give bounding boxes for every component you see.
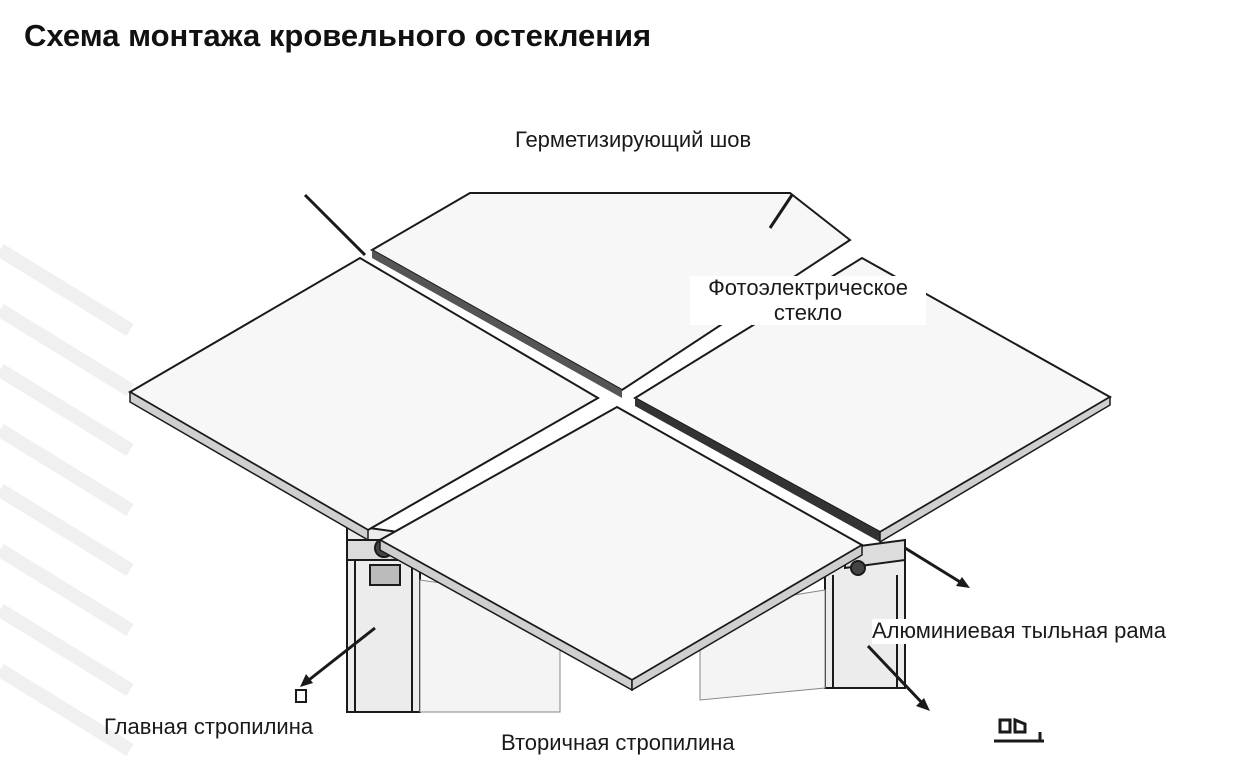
label-secondary-rafter: Вторичная стропилина xyxy=(501,730,735,755)
pointer-sealing-seam-right xyxy=(768,194,794,229)
background-stripes xyxy=(0,244,134,756)
pointer-main-rafter xyxy=(304,626,376,685)
label-pv-glass: Фотоэлектрическое стекло xyxy=(690,275,926,326)
pointer-lines xyxy=(303,193,966,708)
section-icon-left xyxy=(295,689,307,703)
pointer-sealing-seam-left xyxy=(303,193,367,257)
pointer-aluminum-frame xyxy=(904,546,966,587)
glass-panel-right xyxy=(633,256,1113,544)
arrow-head-secondary-rafter xyxy=(916,698,930,711)
section-icon-right xyxy=(994,717,1044,743)
label-pv-glass-line1: Фотоэлектрическое xyxy=(708,275,908,300)
glass-panel-bottom xyxy=(377,405,865,692)
label-pv-glass-line2: стекло xyxy=(773,299,843,325)
label-aluminum-back-frame: Алюминиевая тыльная рама xyxy=(872,618,1166,644)
arrow-head-aluminum-frame xyxy=(956,577,970,588)
label-main-rafter: Главная стропилина xyxy=(104,714,314,739)
arrow-head-main-rafter xyxy=(300,674,313,687)
arrow-heads xyxy=(300,577,970,711)
pointer-secondary-rafter xyxy=(866,644,927,708)
glass-panel-top xyxy=(369,192,852,398)
page-title: Схема монтажа кровельного остекления xyxy=(24,18,652,53)
label-sealing-seam: Герметизирующий шов xyxy=(515,127,752,152)
glass-panel-left xyxy=(128,256,600,542)
